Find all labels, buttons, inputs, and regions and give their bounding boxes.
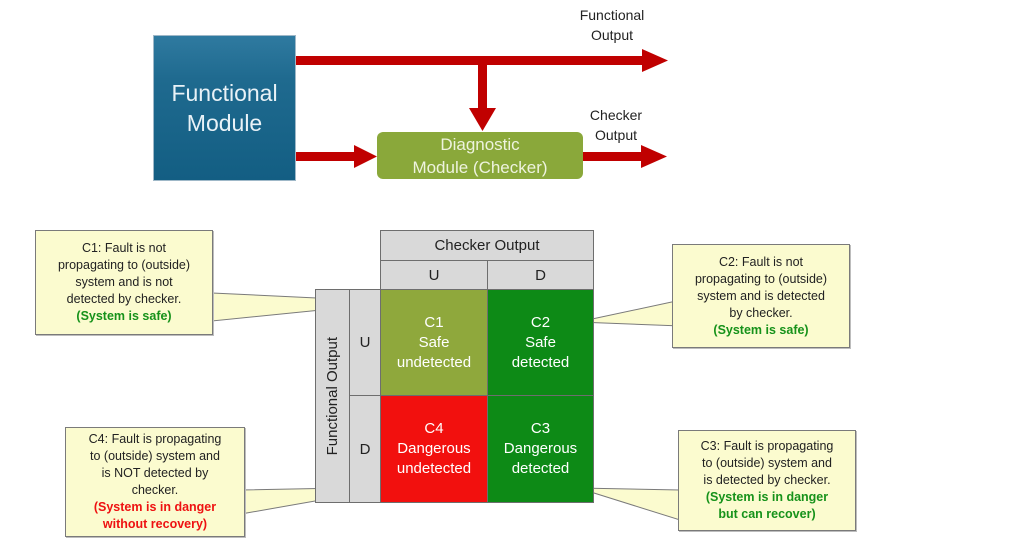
callout-c1-line: system and is not (75, 275, 173, 289)
callout-c1-line: propagating to (outside) (57, 258, 191, 272)
callout-c2: C2: Fault is not propagating to (outside… (672, 244, 850, 348)
cell-c1-id: C1 (424, 313, 444, 331)
callout-c1-line: C1: Fault is not (81, 241, 167, 255)
cell-c3-line2: detected (511, 460, 570, 477)
callout-c4-status: without recovery) (102, 517, 208, 531)
cell-c4-line1: Dangerous (397, 440, 471, 457)
cell-c2-safe-detected: C2 Safe detected (487, 289, 594, 396)
diagnostic-module-block: Diagnostic Module (Checker) (377, 132, 583, 179)
callout-c1-line: detected by checker. (66, 292, 182, 306)
callout-c3-line: C3: Fault is propagating (700, 439, 834, 453)
column-group-header: Checker Output (380, 230, 594, 261)
branch-arrow-line (478, 60, 487, 110)
functional-output-label-line1: Functional (579, 7, 645, 23)
row-group-header: Functional Output (315, 289, 350, 503)
functional-output-label-line2: Output (590, 27, 634, 43)
callout-c2-status: (System is safe) (713, 322, 809, 337)
callout-c2-line: C2: Fault is not (718, 254, 804, 269)
callout-c3-line: to (outside) system and (702, 456, 832, 470)
callout-c1-status: (System is safe) (76, 309, 172, 323)
callout-c2-line: system and is detected (697, 288, 825, 303)
callout-c3-line: is detected by checker. (703, 473, 831, 487)
column-header-d: D (487, 260, 594, 290)
callout-c2-line: by checker. (729, 305, 793, 320)
functional-module-line2: Module (186, 110, 263, 136)
cell-c1-line1: Safe (418, 333, 450, 351)
functional-module-line1: Functional (171, 80, 278, 106)
callout-c4-status: (System is in danger (93, 500, 217, 514)
callout-c4-line: C4: Fault is propagating (88, 432, 222, 446)
cell-c4-line2: undetected (396, 460, 472, 477)
cell-c2-line1: Safe (525, 333, 556, 351)
callout-c4-line: is NOT detected by (101, 466, 209, 480)
functional-output-arrowhead (642, 49, 668, 72)
functional-module-block: Functional Module (153, 35, 296, 181)
diagnostic-module-line2: Module (Checker) (412, 157, 548, 177)
checker-output-label-line2: Output (594, 127, 638, 143)
functional-output-label: Functional Output (566, 5, 658, 45)
checker-output-label: Checker Output (570, 105, 662, 145)
cell-c1-line2: undetected (396, 353, 472, 371)
callout-c1: C1: Fault is not propagating to (outside… (35, 230, 213, 335)
callout-c4-line: checker. (131, 483, 179, 497)
cell-c1-safe-undetected: C1 Safe undetected (380, 289, 488, 396)
row-header-d: D (349, 395, 381, 503)
callout-c3-status: but can recover) (718, 507, 816, 521)
checker-output-arrow-line (583, 152, 643, 161)
callout-c4: C4: Fault is propagating to (outside) sy… (65, 427, 245, 537)
cell-c4-id: C4 (424, 420, 444, 437)
row-header-u: U (349, 289, 381, 396)
callout-c3-status: (System is in danger (705, 490, 829, 504)
cell-c3-line1: Dangerous (503, 440, 578, 457)
cell-c3-id: C3 (530, 420, 551, 437)
callout-c2-line: propagating to (outside) (694, 271, 828, 286)
cell-c2-id: C2 (530, 313, 551, 331)
branch-arrowhead (469, 108, 496, 131)
diagnostic-input-arrow-line (296, 152, 356, 161)
diagnostic-module-line1: Diagnostic (440, 134, 520, 154)
functional-output-arrow-line (296, 56, 644, 65)
checker-output-arrowhead (641, 145, 667, 168)
cell-c3-dangerous-detected: C3 Dangerous detected (487, 395, 594, 503)
checker-output-label-line1: Checker (589, 107, 643, 123)
column-header-u: U (380, 260, 488, 290)
callout-c3: C3: Fault is propagating to (outside) sy… (678, 430, 856, 531)
callout-c4-line: to (outside) system and (90, 449, 220, 463)
cell-c2-line2: detected (511, 353, 570, 371)
row-group-header-text: Functional Output (324, 336, 341, 456)
cell-c4-dangerous-undetected: C4 Dangerous undetected (380, 395, 488, 503)
diagnostic-input-arrowhead (354, 145, 377, 168)
